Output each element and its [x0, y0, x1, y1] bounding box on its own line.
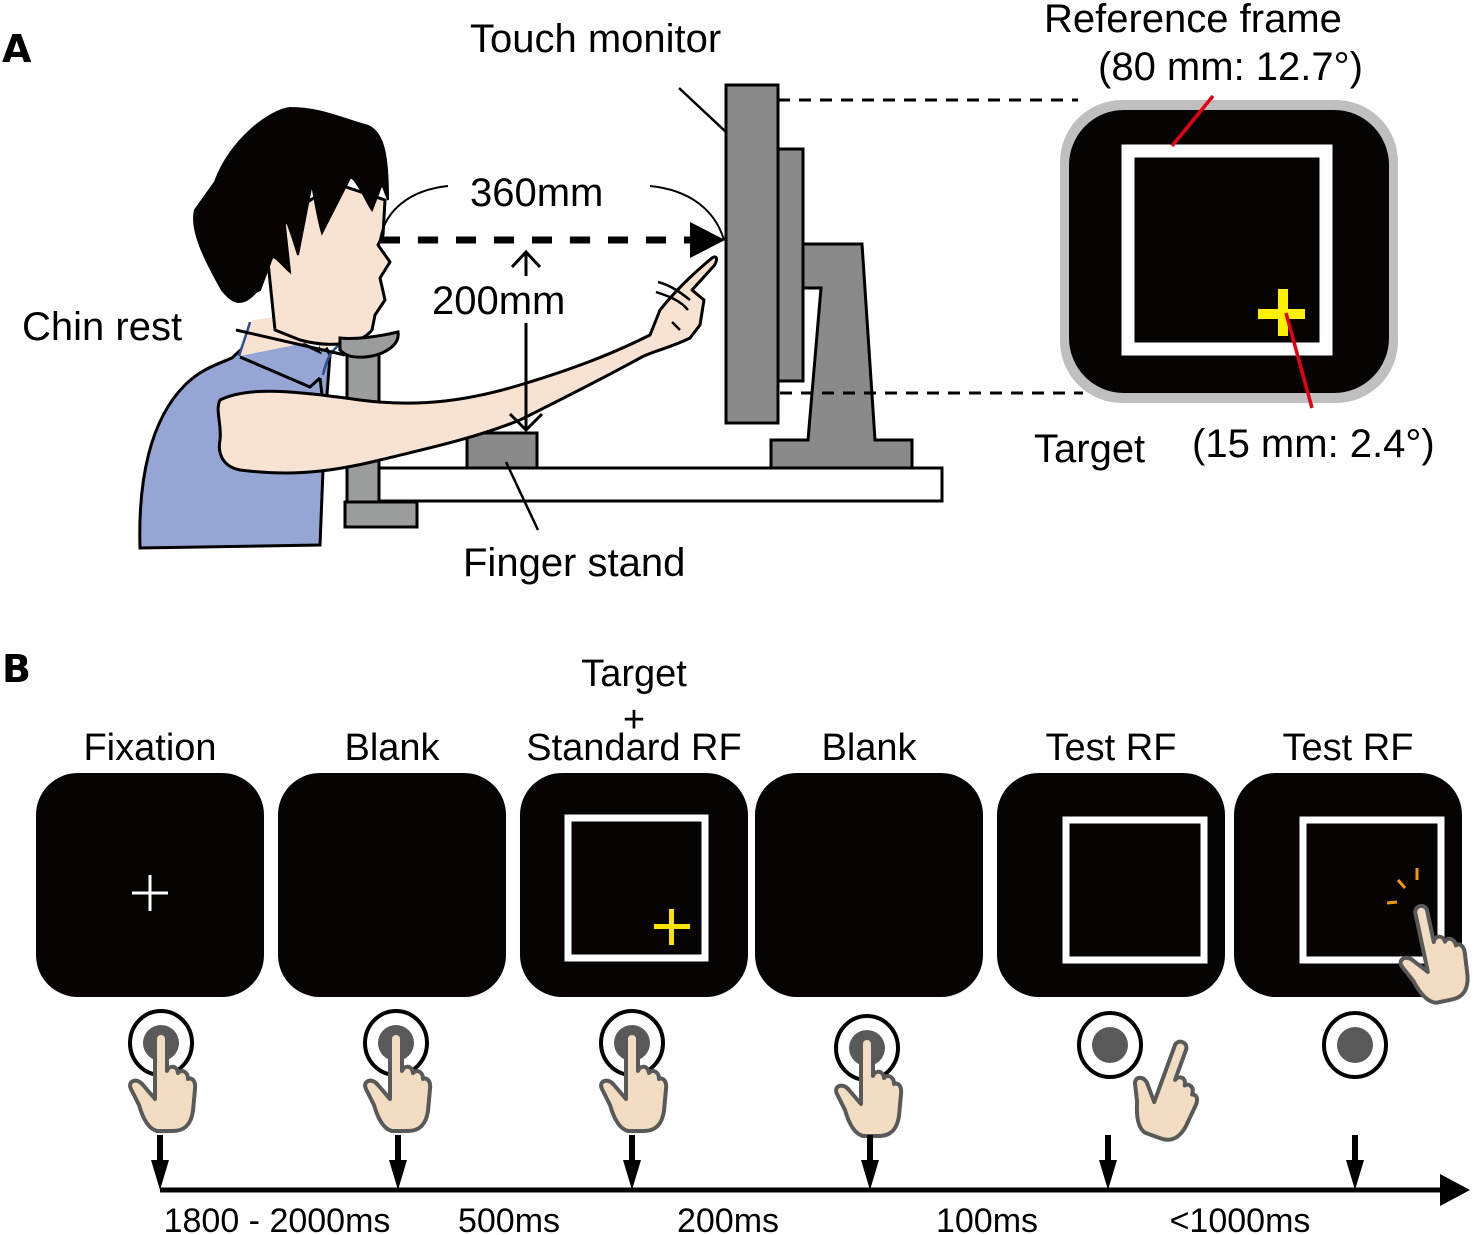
target-pointer — [1284, 312, 1314, 409]
event-marker-arrowhead — [1099, 1160, 1117, 1190]
duration-label: 500ms — [458, 1202, 560, 1235]
tap-burst-icon — [1386, 900, 1398, 905]
finger-on-button-icon — [834, 1036, 904, 1138]
distance-bracket-left — [379, 185, 449, 241]
stage-title: Test RF — [1283, 727, 1414, 769]
tap-burst-icon — [1396, 879, 1407, 889]
test-reference-frame — [1062, 816, 1208, 964]
panel-b: B Fixation Blank Target+Standard RF Blank Te… — [2, 647, 1470, 1235]
reference-frame-title: Reference frame — [1044, 0, 1342, 41]
stage-screen — [520, 773, 748, 997]
finger-stand — [465, 431, 539, 470]
chin-rest-cup — [338, 330, 400, 359]
finger-on-button-icon — [599, 1031, 669, 1133]
target-cross-icon — [669, 909, 674, 945]
target-size-label: (15 mm: 2.4°) — [1192, 422, 1435, 466]
stage-4: Blank — [755, 727, 983, 1138]
chin-rest-base — [343, 500, 419, 529]
stage-screen — [755, 773, 983, 997]
monitor-stand — [769, 242, 914, 470]
stage-6: Test RF — [1234, 727, 1470, 1079]
stage-title: Fixation — [83, 727, 216, 769]
event-marker-arrowhead — [389, 1160, 407, 1190]
stage-title-line: Target — [581, 653, 687, 695]
touch-monitor — [724, 83, 780, 425]
stage-5: Test RF — [997, 727, 1225, 1142]
eye-distance-arrowhead — [690, 222, 725, 258]
distance-eye-label: 360mm — [470, 171, 603, 215]
stage-title-line: + — [623, 699, 645, 741]
finger-lifted-icon — [1133, 1039, 1200, 1142]
target-label: Target — [1034, 427, 1145, 471]
panel-b-letter: B — [2, 647, 31, 691]
height-arrow-up — [510, 249, 542, 269]
touch-monitor-label: Touch monitor — [470, 17, 721, 61]
distance-bracket-right — [649, 185, 725, 241]
duration-label: <1000ms — [1170, 1202, 1311, 1235]
duration-label: 100ms — [936, 1202, 1038, 1235]
duration-label: 200ms — [677, 1202, 779, 1235]
panel-a-letter: A — [2, 27, 32, 71]
height-arrow-down — [508, 412, 544, 433]
reference-frame — [1121, 144, 1333, 356]
person-hair — [193, 106, 389, 303]
test-reference-frame — [1299, 816, 1445, 964]
event-marker-arrowhead — [861, 1160, 879, 1190]
chin-rest-label: Chin rest — [22, 305, 182, 349]
pointing-hand-icon — [1398, 903, 1470, 1005]
stage-screen — [278, 773, 506, 997]
duration-label: 1800 - 2000ms — [164, 1202, 391, 1235]
stage-screen — [1234, 773, 1462, 997]
timeline-arrowhead — [1440, 1174, 1470, 1206]
stage-3: Target+Standard RF — [520, 653, 748, 1133]
table — [363, 466, 944, 503]
stage-title: Blank — [821, 727, 917, 769]
finger-stand-label: Finger stand — [463, 541, 685, 585]
trial-sequence: Fixation Blank Target+Standard RF Blank Test… — [36, 653, 1470, 1142]
event-marker-arrowhead — [151, 1160, 169, 1190]
screen-display — [1069, 110, 1389, 393]
reference-frame-size: (80 mm: 12.7°) — [1098, 45, 1363, 89]
stage-title: Test RF — [1046, 727, 1177, 769]
event-marker-arrowhead — [1346, 1160, 1364, 1190]
distance-height-label: 200mm — [432, 279, 565, 323]
finger-on-button-icon — [363, 1031, 433, 1133]
fixation-cross-icon — [148, 875, 152, 911]
touch-monitor-leader — [678, 87, 727, 133]
reference-frame-pointer — [1170, 94, 1215, 148]
collar-line-left — [237, 321, 252, 357]
stage-title: Blank — [344, 727, 440, 769]
collar — [239, 355, 324, 396]
stage-title-line: Standard RF — [526, 727, 741, 769]
timeline: 1800 - 2000ms 500ms 200ms 100ms <1000ms — [151, 1135, 1470, 1235]
finger-on-button-icon — [128, 1031, 198, 1133]
stage-screen — [997, 773, 1225, 997]
response-button-dot-icon — [1337, 1027, 1373, 1063]
monitor-back — [776, 147, 805, 383]
standard-reference-frame — [564, 814, 709, 962]
finger-stand-leader — [504, 461, 540, 531]
target-cross — [1258, 289, 1305, 336]
response-button-dot-icon — [1092, 1027, 1128, 1063]
hand-knuckle-lines — [655, 280, 691, 331]
person-arm — [216, 255, 718, 475]
event-marker-arrowhead — [623, 1160, 641, 1190]
chin-rest-leader — [235, 328, 346, 357]
stage-2: Blank — [278, 727, 506, 1133]
stage-1: Fixation — [36, 727, 264, 1133]
panel-a: A — [2, 0, 1435, 585]
